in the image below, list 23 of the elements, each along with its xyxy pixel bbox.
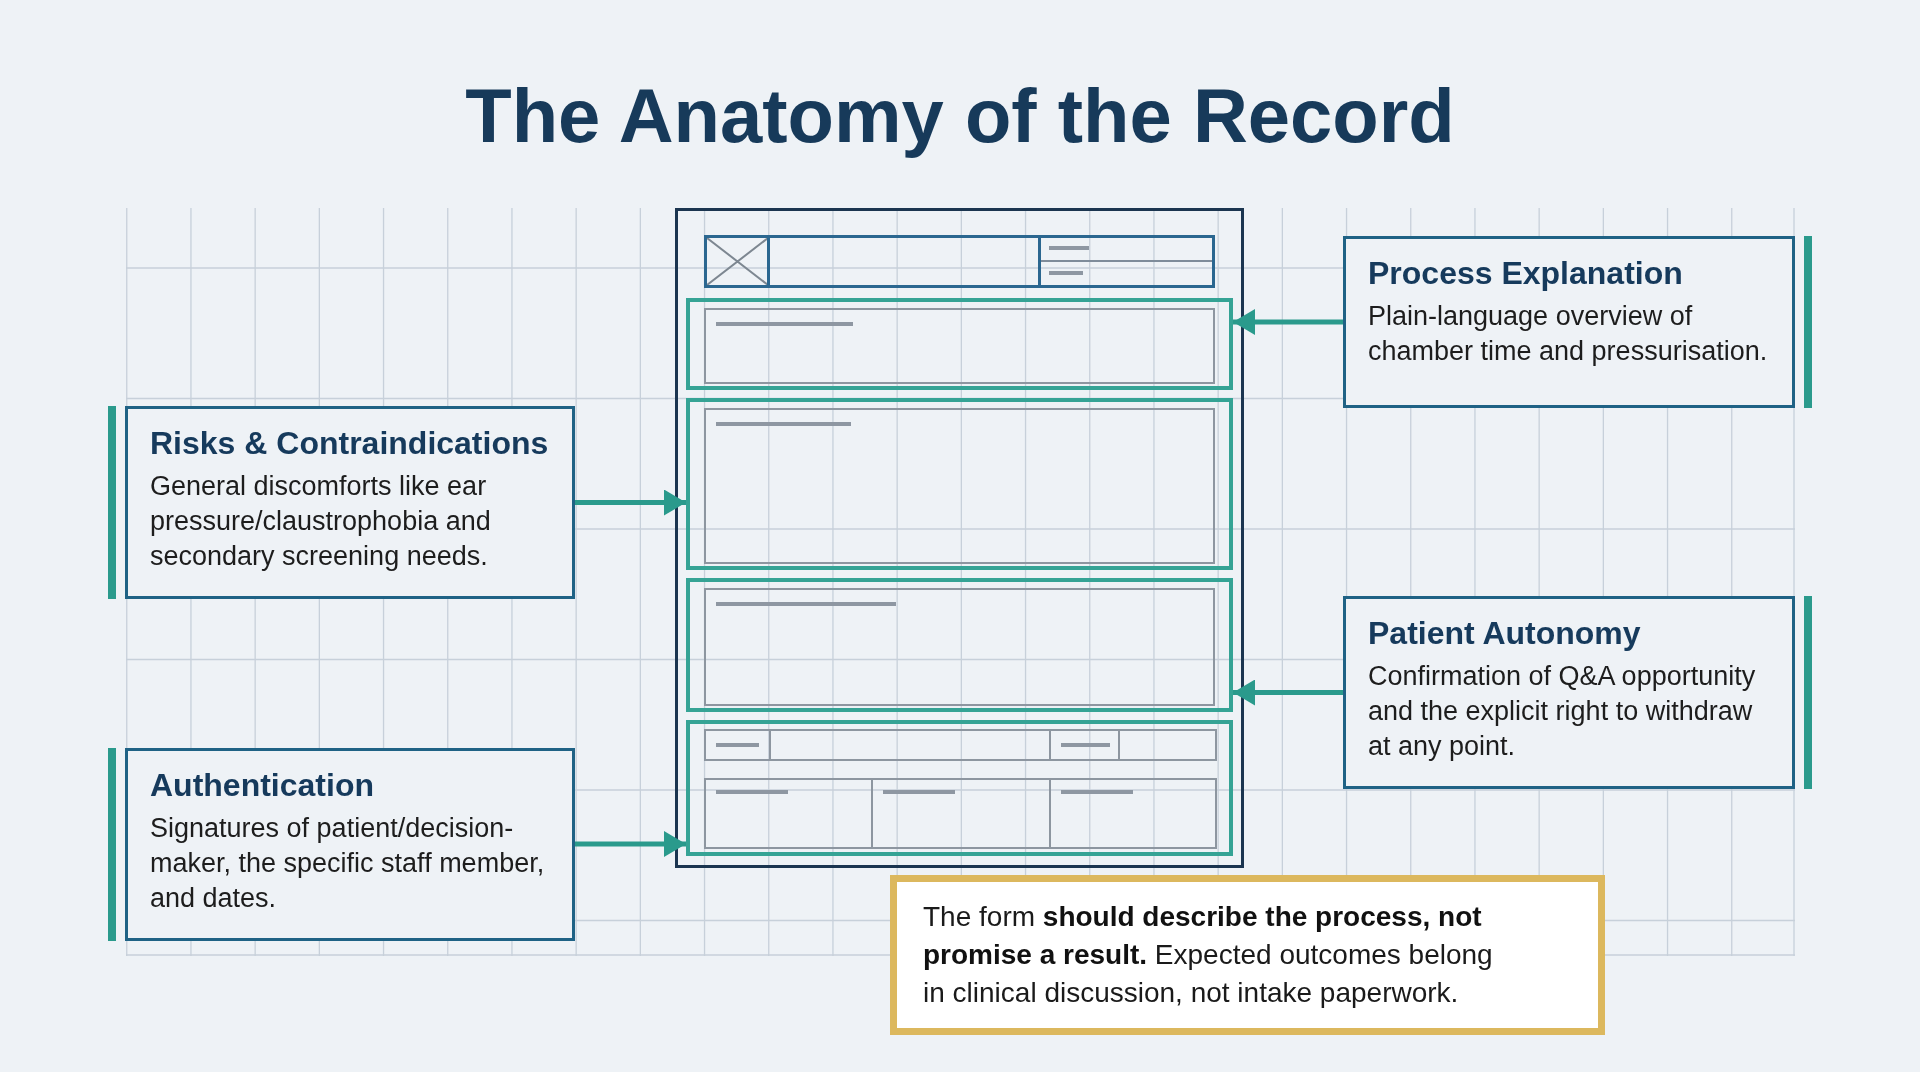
arrow: [1233, 679, 1343, 706]
arrow: [1233, 309, 1343, 335]
callout-text: Plain-language overview of chamber time and pressurisation.: [1368, 300, 1769, 368]
form-section: [686, 578, 1233, 712]
note-text: The form should describe the process, not promise a result. Expected outcomes belong in clinical discussion, not intake paperwork.: [923, 900, 1494, 1010]
callout-heading: Process Explanation: [1368, 254, 1684, 293]
callout-box: [125, 748, 575, 941]
note-box: [890, 875, 1605, 1035]
arrow: [575, 831, 686, 857]
form-document: [675, 208, 1244, 868]
callout-heading: Risks & Contraindications: [150, 424, 550, 463]
callout-text: Confirmation of Q&A opportunity and the explicit right to withdraw at any point.: [1368, 660, 1757, 763]
callout-heading: Patient Autonomy: [1368, 614, 1642, 653]
form-section: [686, 720, 1233, 856]
callout-text: Signatures of patient/decision-maker, the specific staff member, and dates.: [150, 812, 546, 915]
callout-box: [125, 406, 575, 599]
arrow: [575, 489, 686, 516]
callout-box: [1343, 236, 1795, 408]
callout-heading: Authentication: [150, 766, 375, 805]
form-section: [686, 398, 1233, 570]
form-section: [686, 298, 1233, 390]
callout-box: [1343, 596, 1795, 789]
callout-text: General discomforts like ear pressure/claustrophobia and secondary screening needs.: [150, 470, 492, 573]
